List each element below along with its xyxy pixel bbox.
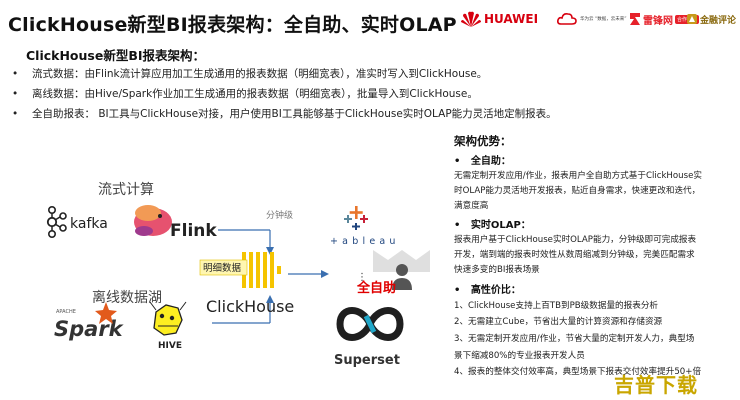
- advantage-text-line: 满意度高: [454, 200, 489, 211]
- self-service-label: 全自助: [356, 280, 396, 296]
- cloud-icon: [557, 13, 577, 25]
- gold-review-logo: 金融评论: [686, 6, 736, 32]
- tableau-label: + a b l e a u: [330, 236, 396, 247]
- tableau-icon: [344, 206, 368, 230]
- hive-bee-icon: [149, 301, 187, 336]
- clickhouse-label: ClickHouse: [206, 297, 294, 316]
- advantage-realtime-text: 报表用户基于ClickHouse实时OLAP能力，分钟级即可完成报表 开发，端到…: [454, 233, 738, 277]
- bullet-marker: •: [12, 68, 19, 80]
- minute-level-label: 分钟级: [266, 209, 293, 221]
- bullet-marker: •: [12, 88, 19, 100]
- advantages-panel: 架构优势： • 全自助： 无需定制开发应用/作业，报表用户全自助方式基于Clic…: [454, 133, 738, 381]
- ellipsis-icon: ⋮: [357, 272, 367, 283]
- watermark: 吉普下载: [614, 373, 698, 397]
- advantage-realtime-title: • 实时OLAP：: [454, 216, 738, 231]
- advantage-text-line: 快速多变的BI报表场景: [454, 264, 540, 275]
- user-icon: [373, 250, 430, 290]
- bullet-marker: •: [454, 220, 461, 232]
- huawei-flower-icon: [461, 11, 481, 27]
- huawei-logo: HUAWEI: [460, 6, 538, 32]
- advantage-cost-title: • 高性价比：: [454, 281, 738, 296]
- advantage-text-line: 报表用户基于ClickHouse实时OLAP能力，分钟级即可完成报表: [454, 235, 697, 246]
- flink-label: Flink: [170, 221, 217, 241]
- kafka-icon: [46, 206, 67, 239]
- advantages-heading: 架构优势：: [454, 134, 512, 148]
- advantage-cost-list: 1、ClickHouse支持上百TB到PB级数据量的报表分析 2、无需建立Cub…: [454, 298, 738, 381]
- bullet-marker: •: [454, 156, 461, 167]
- bullet-marker: •: [12, 108, 19, 120]
- spark-apache-label: APACHE: [56, 309, 76, 315]
- gold-icon: [687, 14, 697, 24]
- page-title: ClickHouse新型BI报表架构：全自助、实时OLAP: [8, 14, 457, 36]
- bullet-text: 全自助报表： BI工具与ClickHouse对接，用户使用BI工具能够基于Cli…: [32, 108, 557, 120]
- advantage-list-item: 景下缩减80%的专业报表开发人员: [454, 350, 585, 361]
- spark-label: Spark: [54, 317, 125, 341]
- clickhouse-bars-icon: [242, 252, 281, 288]
- bullet-offline-data: • 离线数据：由Hive/Spark作业加工生成通用的报表数据（明细宽表），批量导…: [12, 86, 478, 101]
- huawei-cloud-text: 华为云 “数据，云未来”: [580, 17, 627, 22]
- advantage-title: 实时OLAP：: [470, 220, 531, 232]
- section-subtitle: ClickHouse新型BI报表架构：: [26, 48, 206, 63]
- huawei-cloud-logo: 华为云 “数据，云未来”: [556, 6, 627, 32]
- advantage-list-item: 2、无需建立Cube，节省出大量的计算资源和存储资源: [454, 317, 663, 328]
- detail-data-label: 明细数据: [203, 262, 242, 274]
- hive-arrow-head: [266, 295, 274, 303]
- huawei-wordmark: HUAWEI: [484, 12, 539, 26]
- stream-compute-label: 流式计算: [98, 182, 154, 198]
- detail-data-badge: [199, 259, 248, 276]
- bullet-text: 离线数据：由Hive/Spark作业加工生成通用的报表数据（明细宽表），批量导入…: [32, 88, 478, 100]
- architecture-diagram: 流式计算 离线数据湖 kafka Flink APACHE Spark HIVE: [46, 182, 430, 368]
- partner-logos: HUAWEI 华为云 “数据，云未来” 雷锋网 合作媒体 金融评论: [460, 6, 736, 32]
- advantage-text-line: 时OLAP能力灵活地开发报表，贴近自身需求，快速更改和迭代，: [454, 185, 701, 196]
- bullet-self-service: • 全自助报表： BI工具与ClickHouse对接，用户使用BI工具能够基于Cl…: [12, 106, 557, 121]
- advantage-self-service-text: 无需定制开发应用/作业，报表用户全自助方式基于ClickHouse实 时OLAP…: [454, 169, 738, 213]
- superset-label: Superset: [334, 353, 400, 368]
- advantage-list-item: 3、无需定制开发应用/作业，节省大量的定制开发人力，典型场: [454, 333, 695, 344]
- bullet-text: 流式数据：由Flink流计算应用加工生成通用的报表数据（明细宽表），准实时写入到…: [32, 68, 488, 80]
- leifeng-icon: [630, 13, 640, 25]
- flink-squirrel-icon: [134, 205, 172, 236]
- bullet-stream-data: • 流式数据：由Flink流计算应用加工生成通用的报表数据（明细宽表），准实时写入…: [12, 66, 487, 81]
- advantage-title: 全自助：: [470, 156, 511, 167]
- leifeng-name: 雷锋网: [643, 15, 673, 27]
- advantage-self-service-title: • 全自助：: [454, 152, 738, 167]
- superset-icon: [336, 307, 404, 341]
- spark-star-icon: [95, 302, 117, 324]
- offline-lake-label: 离线数据湖: [92, 289, 162, 306]
- advantage-list-item: 4、报表的整体交付效率高，典型场景下报表交付效率提升50+倍: [454, 367, 702, 378]
- bullet-marker: •: [454, 284, 461, 296]
- advantage-title: 高性价比：: [470, 284, 521, 296]
- advantage-list-item: 1、ClickHouse支持上百TB到PB级数据量的报表分析: [454, 300, 659, 311]
- kafka-label: kafka: [70, 216, 108, 232]
- flink-arrow-head: [266, 247, 274, 255]
- bi-arrow-head: [321, 270, 329, 278]
- advantage-text-line: 开发，端到端的报表时效性从数周缩减到分钟级，完美匹配需求: [454, 250, 695, 261]
- advantage-text-line: 无需定制开发应用/作业，报表用户全自助方式基于ClickHouse实: [454, 171, 702, 181]
- hive-label: HIVE: [158, 341, 182, 351]
- gold-review-name: 金融评论: [700, 15, 737, 26]
